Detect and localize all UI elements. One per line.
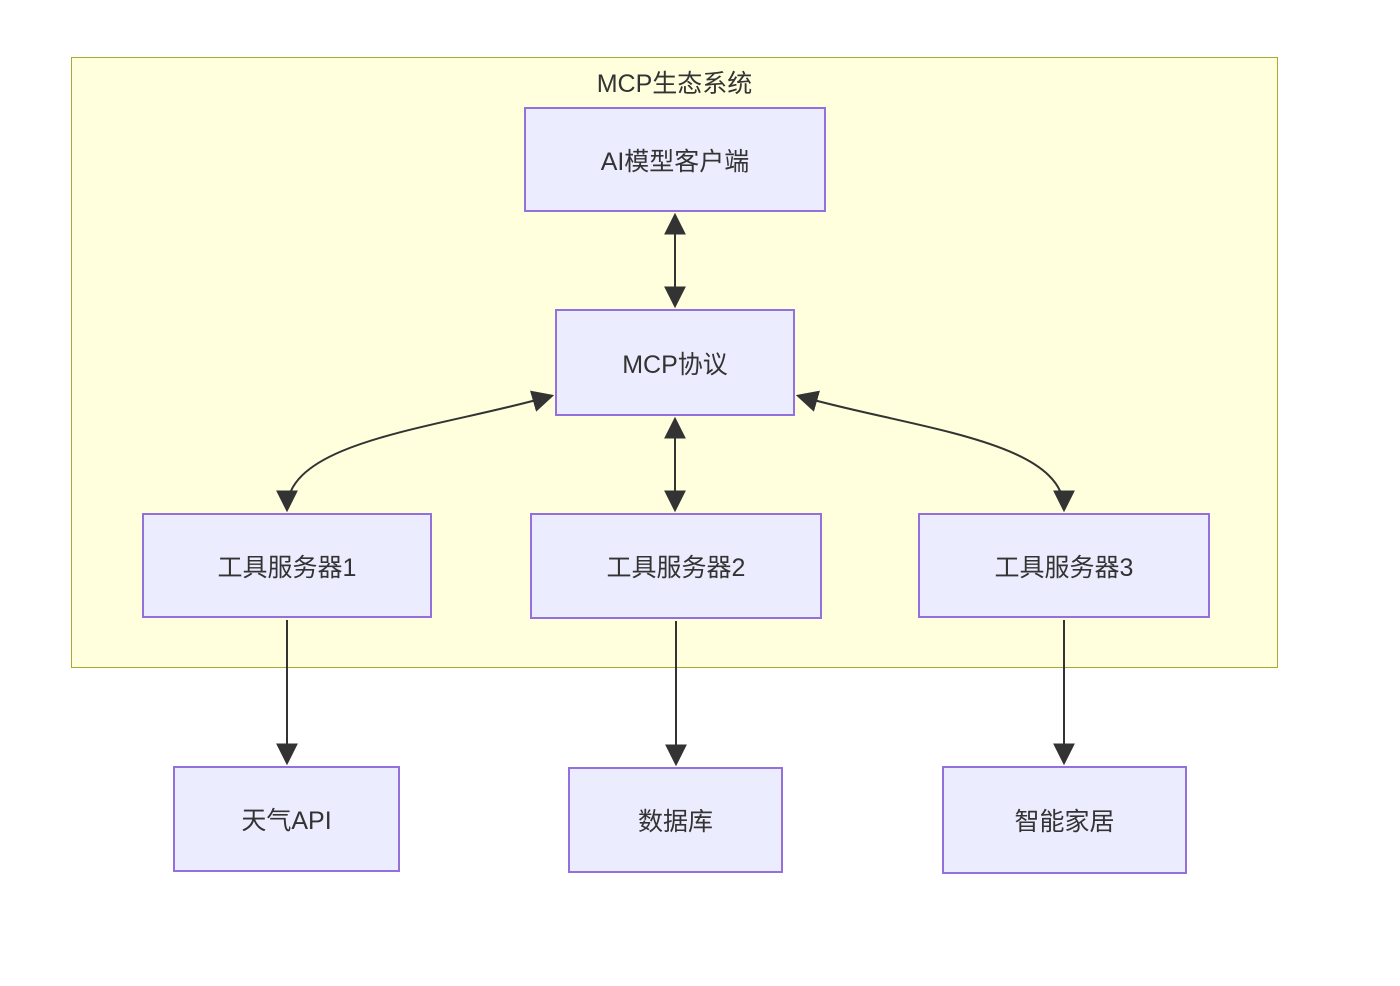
node-ai-model-client: AI模型客户端 (524, 107, 826, 212)
node-tool-server-1-label: 工具服务器1 (217, 553, 357, 582)
node-smart-home-label: 智能家居 (1014, 808, 1115, 836)
node-database-label: 数据库 (637, 808, 713, 836)
node-mcp-protocol: MCP协议 (555, 309, 795, 416)
node-mcp-protocol-label: MCP协议 (622, 350, 728, 379)
node-weather-api: 天气API (173, 766, 400, 872)
node-tool-server-3: 工具服务器3 (918, 513, 1210, 618)
node-tool-server-2: 工具服务器2 (530, 513, 822, 619)
node-tool-server-1: 工具服务器1 (142, 513, 432, 618)
node-database: 数据库 (568, 767, 783, 873)
node-tool-server-3-label: 工具服务器3 (994, 553, 1134, 582)
node-ai-model-client-label: AI模型客户端 (600, 147, 750, 176)
node-tool-server-2-label: 工具服务器2 (606, 554, 746, 582)
node-weather-api-label: 天气API (241, 807, 332, 835)
subgraph-title: MCP生态系统 (596, 70, 753, 98)
node-smart-home: 智能家居 (942, 766, 1187, 874)
